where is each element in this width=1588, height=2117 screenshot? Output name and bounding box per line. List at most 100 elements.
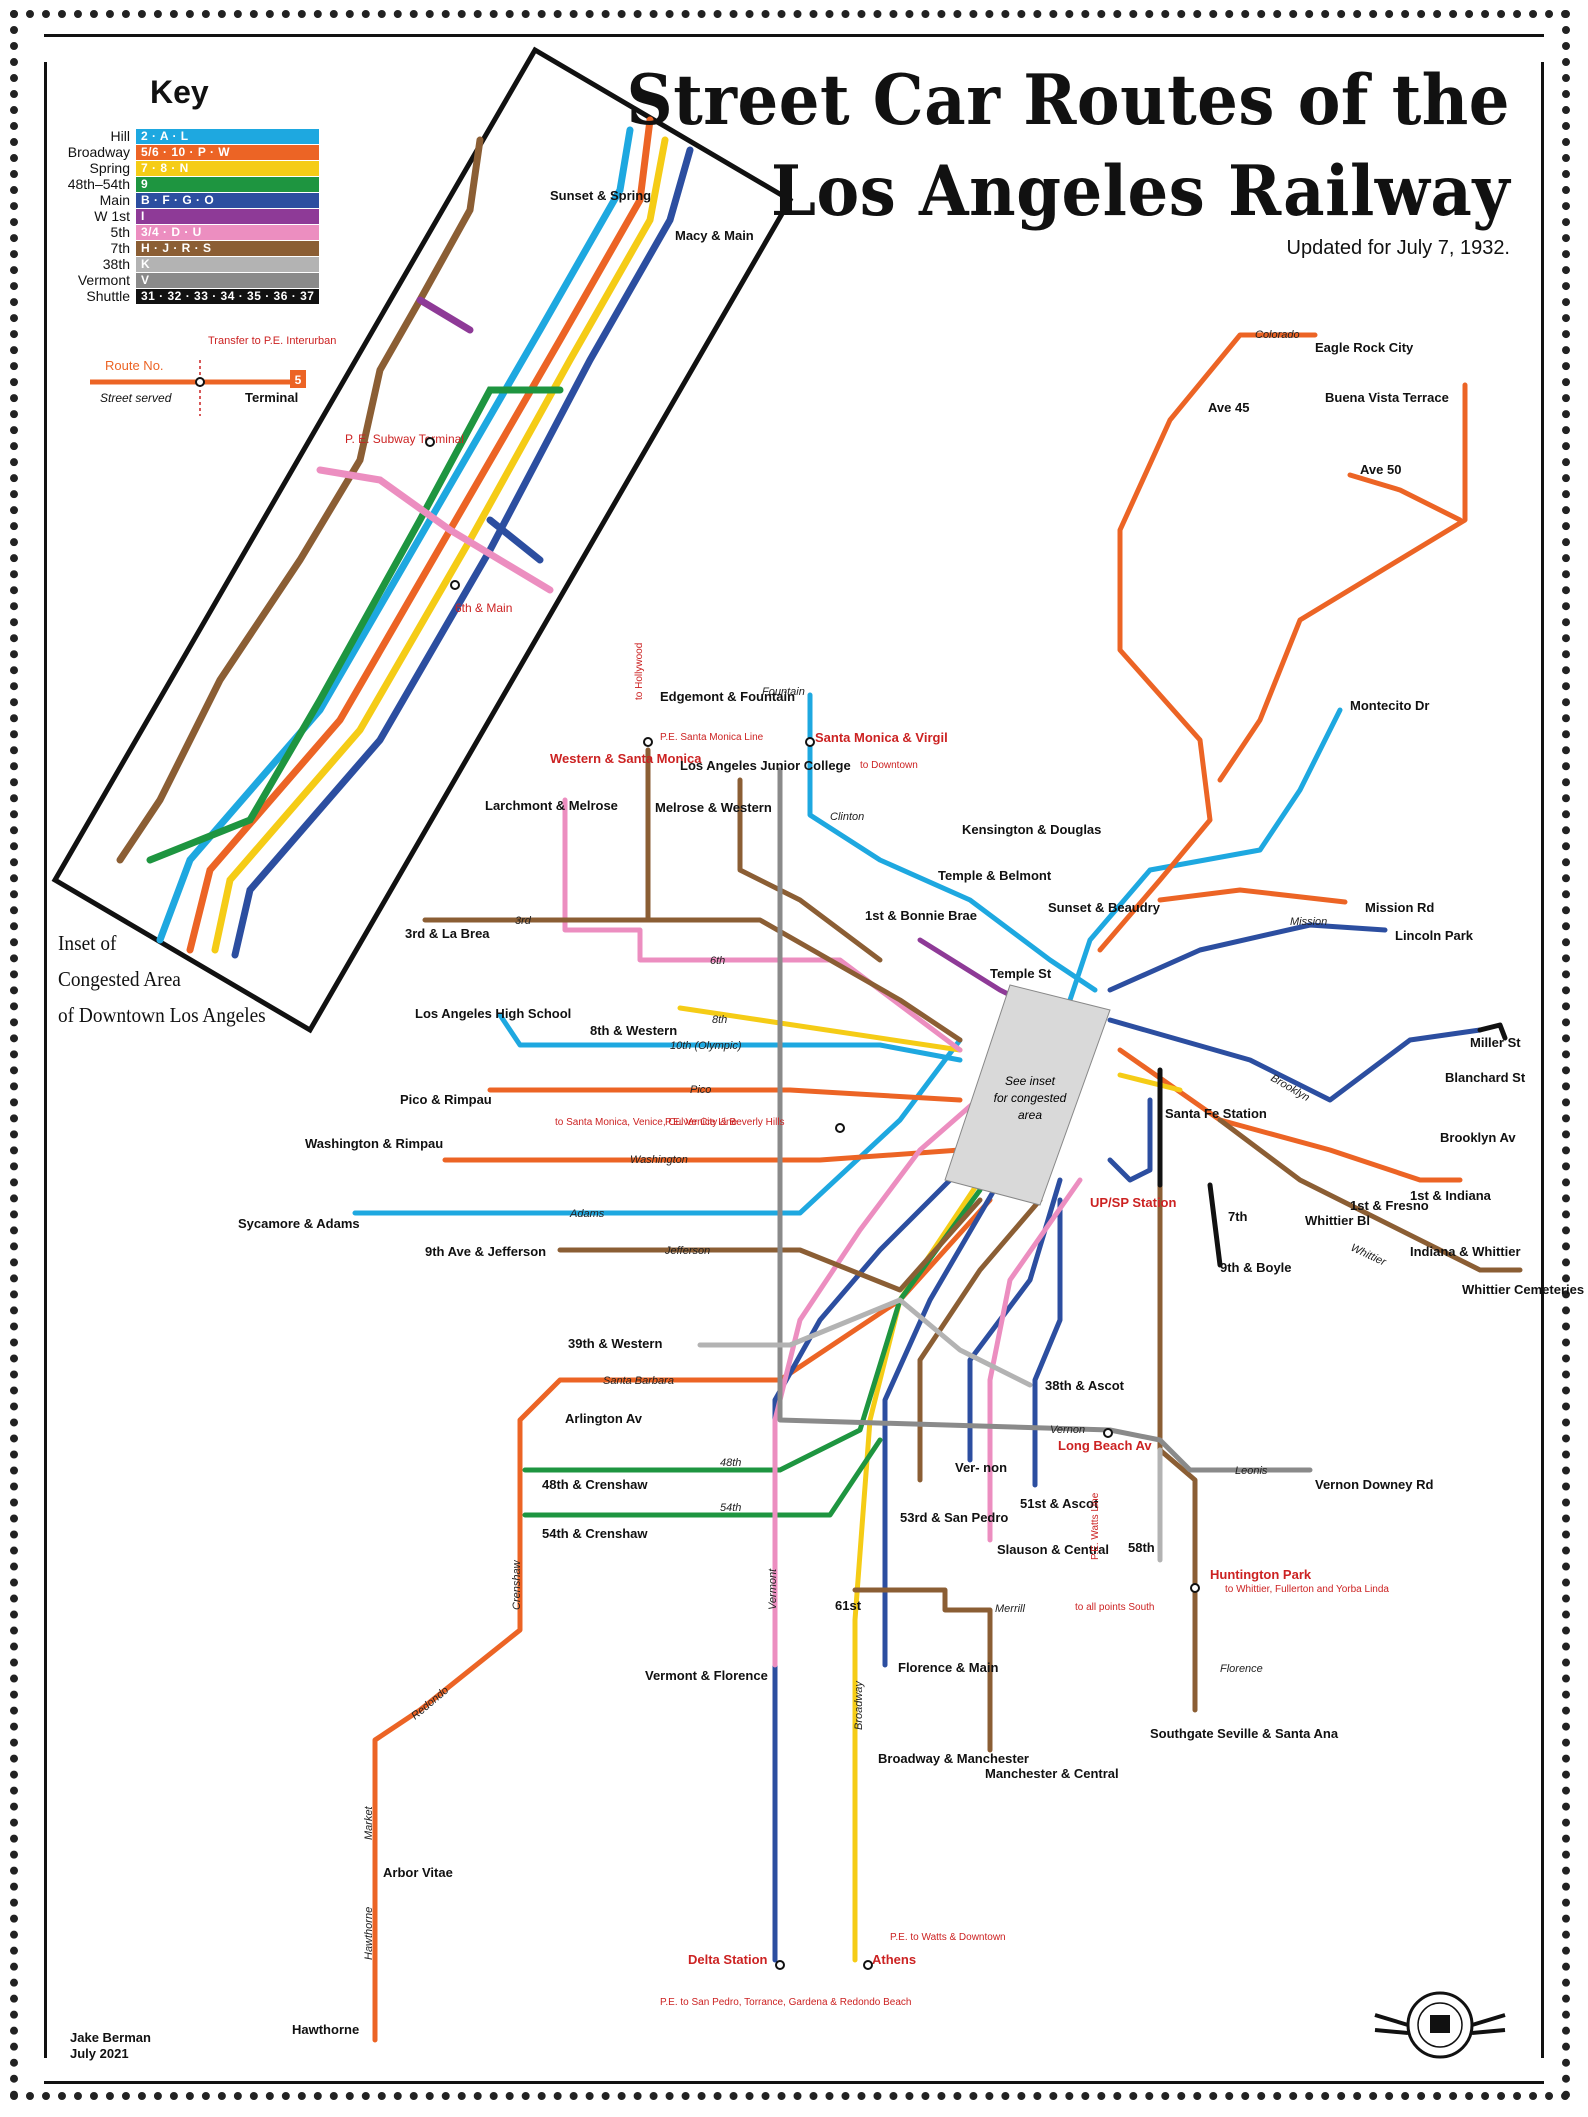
- note-pe-venice: P.E. Venice Line: [665, 1117, 738, 1128]
- inset-caption: Inset of Congested Area of Downtown Los …: [58, 925, 266, 1033]
- inset-routes: [116, 116, 694, 959]
- place-slauson: Slauson & Central: [997, 1542, 1109, 1557]
- route-31-shuttle: [1207, 1182, 1223, 1268]
- route-s-61st: [852, 1587, 993, 1753]
- legend-street-served: Street served: [100, 391, 172, 405]
- street-hawthorne: Hawthorne: [363, 1907, 375, 1960]
- legend-terminal-num: 5: [295, 373, 302, 387]
- place-3rd-labrea: 3rd & La Brea: [405, 926, 490, 941]
- place-larchmont: Larchmont & Melrose: [485, 798, 618, 813]
- street-jefferson: Jefferson: [664, 1245, 710, 1257]
- route-9-54th: [522, 1437, 883, 1518]
- inset-macy-main: Macy & Main: [675, 228, 754, 243]
- key-route-bar: V: [136, 272, 319, 288]
- route-r-3rd: [422, 917, 963, 1043]
- key-route-bar: 9: [136, 176, 319, 192]
- place-arlington: Arlington Av: [565, 1411, 643, 1426]
- place-temple-belmont: Temple & Belmont: [938, 868, 1052, 883]
- place-ave45: Ave 45: [1208, 400, 1249, 415]
- route-v-vermont: [777, 767, 1313, 1473]
- credit-author: Jake Berman: [70, 2030, 151, 2045]
- place-athens: Athens: [872, 1952, 916, 1967]
- transfer-points: [425, 437, 1200, 1970]
- place-38th-ascot: 38th & Ascot: [1045, 1378, 1125, 1393]
- inset-caption-3: of Downtown Los Angeles: [58, 1003, 266, 1027]
- place-buena-vista: Buena Vista Terrace: [1325, 390, 1449, 405]
- place-huntington-park: Huntington Park: [1210, 1567, 1312, 1582]
- inset-sunset-spring: Sunset & Spring: [550, 188, 651, 203]
- street-10th: 10th (Olympic): [670, 1040, 742, 1052]
- place-9th-jefferson: 9th Ave & Jefferson: [425, 1244, 546, 1259]
- street-48th: 48th: [720, 1457, 741, 1469]
- place-54th-crenshaw: 54th & Crenshaw: [542, 1526, 648, 1541]
- see-inset-3: area: [1018, 1108, 1042, 1122]
- lary-logo: [1374, 1991, 1506, 2059]
- place-vernon-downey: Vernon Downey Rd: [1315, 1477, 1434, 1492]
- inset-48th-line: [146, 386, 564, 864]
- route-j-santafe: [1157, 1157, 1198, 1713]
- key-line-label: Main: [99, 192, 130, 208]
- route-5-6-line: [1097, 332, 1318, 953]
- key-line-label: 38th: [102, 256, 130, 272]
- route-k-39th: [697, 1297, 1033, 1388]
- route-a-line: [352, 1037, 963, 1216]
- key-line-label: Shuttle: [86, 288, 130, 304]
- key-route-bar: 5/6 · 10 · P · W: [136, 144, 319, 160]
- route-n-8th: [677, 1005, 963, 1053]
- place-whittier-bl: Whittier Bl: [1305, 1213, 1370, 1228]
- place-la-jc: Los Angeles Junior College: [680, 758, 851, 773]
- place-miller: Miller St: [1470, 1035, 1521, 1050]
- key-line-label: Broadway: [67, 144, 130, 160]
- route-h-heliotrope: [737, 777, 883, 963]
- street-fountain: Fountain: [762, 686, 805, 698]
- frame-left-rule: [44, 62, 47, 2058]
- place-58th: 58th: [1128, 1540, 1155, 1555]
- note-to-whittier: to Whittier, Fullerton and Yorba Linda: [1225, 1584, 1389, 1595]
- route-o-main: [882, 1177, 1003, 1668]
- place-sunset-beaudry: Sunset & Beaudry: [1048, 900, 1161, 915]
- route-p-brooklyn: [1117, 1047, 1463, 1183]
- route-r-whittier: [1217, 1117, 1523, 1273]
- place-39th-western: 39th & Western: [568, 1336, 662, 1351]
- see-inset-2: for congested: [994, 1091, 1067, 1105]
- street-pico: Pico: [690, 1084, 711, 1096]
- place-manchester-central: Manchester & Central: [985, 1766, 1119, 1781]
- route-p-pico: [487, 1087, 963, 1103]
- key-heading: Key: [150, 74, 209, 110]
- legend-transfer: Transfer to P.E. Interurban: [208, 335, 336, 347]
- map-subtitle: Updated for July 7, 1932.: [1286, 237, 1510, 259]
- note-to-hollywood: to Hollywood: [634, 643, 645, 700]
- place-48th-crenshaw: 48th & Crenshaw: [542, 1477, 648, 1492]
- street-6th: 6th: [710, 955, 725, 967]
- route-f-4th: [1107, 1097, 1153, 1183]
- inset-7th-line: [116, 136, 484, 864]
- street-whittier: Whittier: [1349, 1242, 1389, 1269]
- key-route-bar: 7 · 8 · N: [136, 160, 319, 176]
- note-pe-sm: P.E. Santa Monica Line: [660, 732, 764, 743]
- place-blanchard: Blanchard St: [1445, 1070, 1526, 1085]
- place-vermont-florence: Vermont & Florence: [645, 1668, 768, 1683]
- street-vermont: Vermont: [767, 1568, 779, 1610]
- place-brooklyn-av: Brooklyn Av: [1440, 1130, 1516, 1145]
- street-adams: Adams: [569, 1208, 605, 1220]
- route-2-line: [1067, 707, 1343, 1003]
- inset-caption-2: Congested Area: [58, 967, 181, 991]
- network-routes: [352, 332, 1523, 2043]
- place-eagle-rock: Eagle Rock City: [1315, 340, 1414, 355]
- key-line-label: 7th: [110, 240, 130, 256]
- street-santa-barbara: Santa Barbara: [603, 1375, 674, 1387]
- place-sycamore: Sycamore & Adams: [238, 1216, 360, 1231]
- place-sm-virgil: Santa Monica & Virgil: [815, 730, 948, 745]
- route-3-4-6th: [562, 797, 963, 1053]
- key-route-bar: H · J · R · S: [136, 240, 319, 256]
- street-8th: 8th: [712, 1014, 727, 1026]
- key-route-bar: I: [136, 208, 319, 224]
- route-b-brooklyn: [1107, 1017, 1483, 1103]
- place-indiana-whittier: Indiana & Whittier: [1410, 1244, 1521, 1259]
- key-route-bar: B · F · G · O: [136, 192, 319, 208]
- place-1st-indiana: 1st & Indiana: [1410, 1188, 1492, 1203]
- frame-right-rule: [1541, 62, 1544, 2058]
- note-pe-watts: P.E. Watts Line: [1090, 1492, 1101, 1560]
